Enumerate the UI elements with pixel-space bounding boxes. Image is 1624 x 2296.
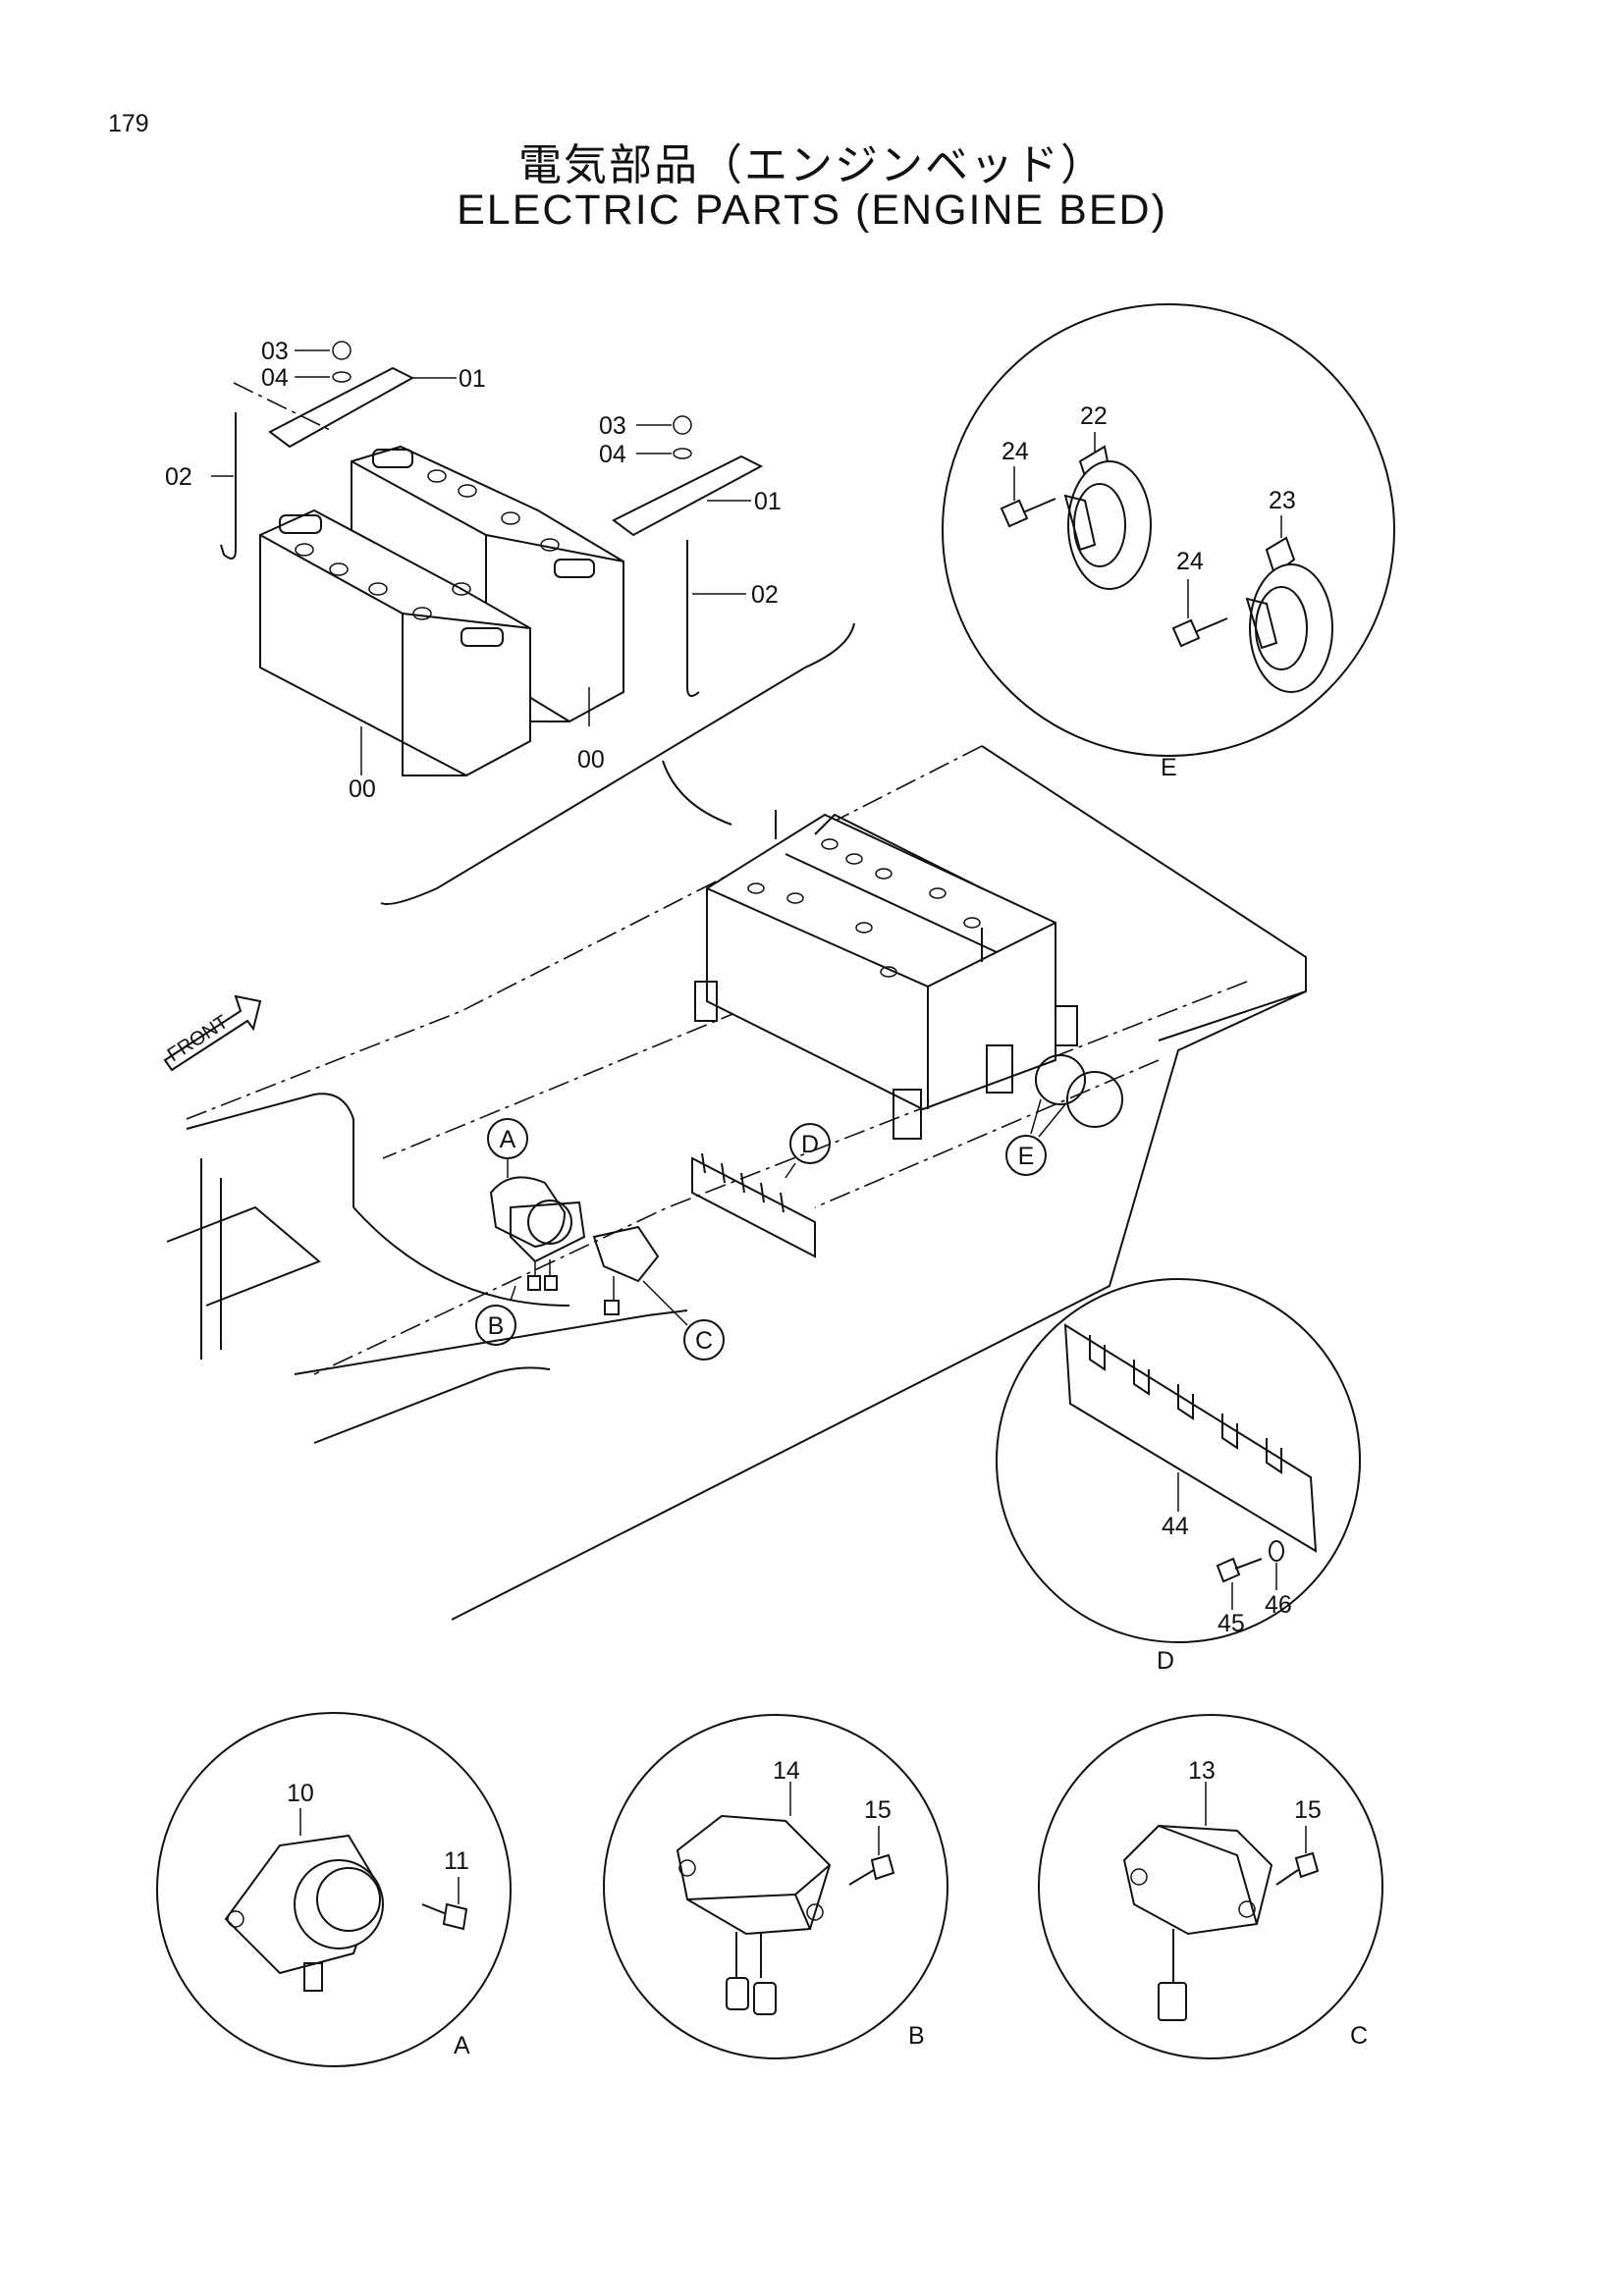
callout-d: D bbox=[801, 1131, 819, 1158]
unit-installed-b bbox=[510, 1201, 586, 1291]
hold-bar-right bbox=[612, 454, 764, 537]
detail-circle-a bbox=[156, 1712, 512, 2067]
part-number-bolt-d: 45 bbox=[1218, 1610, 1245, 1637]
part-number-battery-left: 00 bbox=[349, 775, 376, 803]
horn-low-icon bbox=[1245, 536, 1333, 693]
part-number-horn-low: 23 bbox=[1269, 487, 1296, 514]
callout-c: C bbox=[695, 1327, 713, 1355]
detail-circle-c bbox=[1038, 1714, 1383, 2059]
part-number-battery-right: 00 bbox=[577, 746, 605, 774]
hold-bar-left bbox=[268, 366, 415, 449]
part-number-washer-right: 04 bbox=[599, 441, 626, 468]
detail-label-a: A bbox=[454, 2032, 470, 2059]
part-number-bolt-horn-2: 24 bbox=[1176, 548, 1204, 575]
detail-label-b: B bbox=[908, 2022, 925, 2050]
battery-front bbox=[259, 508, 531, 777]
bracket-d-icon bbox=[1063, 1323, 1318, 1553]
detail-label-c: C bbox=[1350, 2022, 1368, 2050]
battery-installed bbox=[694, 810, 1078, 1140]
horn-installed bbox=[1035, 1054, 1123, 1128]
bolt-d-icon bbox=[1216, 1557, 1263, 1583]
bolt-b-icon bbox=[848, 1853, 895, 1886]
part-number-bolt-c: 15 bbox=[1294, 1796, 1322, 1824]
washer-d-icon bbox=[1269, 1540, 1284, 1562]
part-number-bolt-b: 15 bbox=[864, 1796, 892, 1824]
rod-left bbox=[220, 412, 237, 560]
part-number-bolt-horn-1: 24 bbox=[1001, 438, 1029, 465]
part-number-hold-bar-right: 01 bbox=[754, 488, 782, 515]
relay-a-icon bbox=[224, 1834, 384, 1992]
detail-circle-e bbox=[942, 303, 1395, 757]
callout-circle-c bbox=[683, 1319, 725, 1361]
callout-b: B bbox=[488, 1312, 505, 1340]
bracket-installed-d bbox=[691, 1152, 816, 1258]
bolt-c-icon bbox=[1275, 1851, 1320, 1886]
detail-circle-b bbox=[603, 1714, 948, 2059]
part-number-nut-right: 03 bbox=[599, 412, 626, 440]
bolt-a-icon bbox=[421, 1902, 468, 1931]
part-number-bracket-d: 44 bbox=[1162, 1513, 1189, 1540]
group-boundary-curve bbox=[380, 622, 855, 905]
relay-installed-a bbox=[489, 1176, 572, 1249]
callout-circle-d bbox=[789, 1123, 831, 1164]
nut-left-icon bbox=[332, 341, 352, 360]
page-number: 179 bbox=[108, 110, 149, 137]
page-title-english: ELECTRIC PARTS (ENGINE BED) bbox=[457, 187, 1167, 234]
unit-installed-c bbox=[592, 1225, 660, 1315]
detail-circle-d bbox=[996, 1278, 1361, 1643]
unit-c-icon bbox=[1122, 1824, 1273, 2021]
part-number-washer-left: 04 bbox=[261, 364, 289, 392]
front-arrow-icon bbox=[163, 994, 262, 1072]
part-number-washer-d: 46 bbox=[1265, 1591, 1292, 1619]
part-number-nut-left: 03 bbox=[261, 338, 289, 365]
part-number-hold-bar-left: 01 bbox=[459, 365, 486, 393]
battery-group-exploded bbox=[211, 341, 764, 777]
unit-b-icon bbox=[676, 1814, 832, 2015]
detail-label-d: D bbox=[1157, 1647, 1174, 1675]
callout-circle-b bbox=[475, 1305, 516, 1346]
callout-circle-a bbox=[487, 1118, 528, 1159]
part-number-rod-left: 02 bbox=[165, 463, 192, 491]
page-title-japanese: 電気部品（エンジンベッド） bbox=[518, 140, 1106, 190]
washer-left-icon bbox=[332, 371, 352, 383]
callout-e: E bbox=[1018, 1143, 1035, 1170]
front-label: FRONT bbox=[164, 1011, 233, 1066]
part-number-unit-b: 14 bbox=[773, 1757, 800, 1785]
part-number-bolt-a: 11 bbox=[444, 1847, 469, 1875]
callout-a: A bbox=[500, 1126, 516, 1153]
part-number-rod-right: 02 bbox=[751, 581, 779, 609]
rod-right bbox=[686, 540, 700, 697]
bolt-horn-1-icon bbox=[1000, 498, 1056, 528]
part-number-unit-c: 13 bbox=[1188, 1757, 1216, 1785]
detail-label-e: E bbox=[1161, 754, 1177, 781]
part-number-horn-high: 22 bbox=[1080, 402, 1108, 430]
part-number-relay-a: 10 bbox=[287, 1780, 314, 1807]
bolt-horn-2-icon bbox=[1171, 617, 1228, 648]
washer-right-icon bbox=[673, 448, 692, 459]
nut-right-icon bbox=[673, 415, 692, 435]
callout-circle-e bbox=[1005, 1135, 1047, 1176]
horn-high-icon bbox=[1063, 445, 1152, 590]
